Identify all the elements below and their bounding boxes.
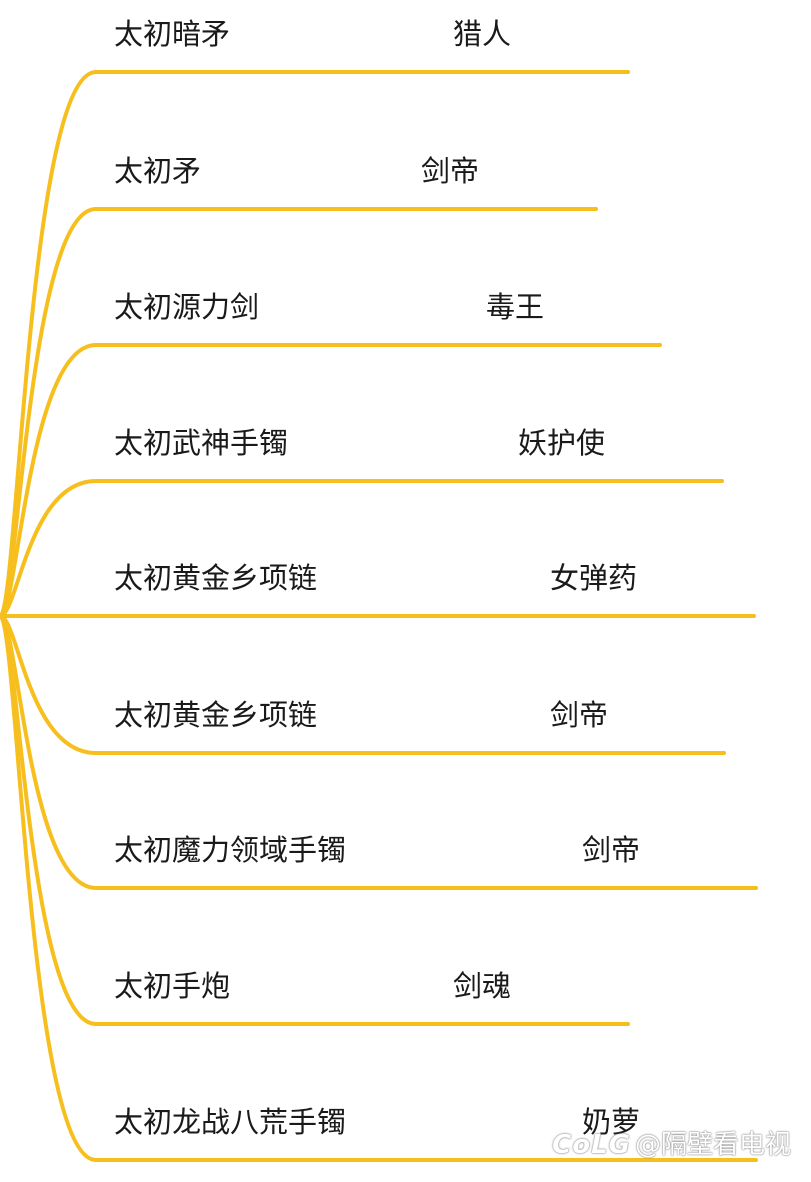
branch-item-name: 太初魔力领域手镯 <box>114 833 347 867</box>
branch-line <box>0 614 758 1162</box>
branch-role-name: 毒王 <box>486 290 545 324</box>
branch-role-name: 剑帝 <box>550 698 609 732</box>
branch-role-name: 猎人 <box>453 17 512 51</box>
watermark-text: @隔壁看电视 <box>634 1130 791 1160</box>
branch-item-name: 太初黄金乡项链 <box>114 698 318 732</box>
branch-role-name: 妖护使 <box>518 426 606 460</box>
branch-item-name: 太初源力剑 <box>114 290 260 324</box>
branch-item-name: 太初武神手镯 <box>114 426 289 460</box>
branch-line <box>0 614 630 1026</box>
branch-item-name: 太初龙战八荒手镯 <box>114 1105 347 1139</box>
branch-line <box>0 343 662 618</box>
branch-role-name: 女弹药 <box>550 561 638 595</box>
branch-item-name: 太初手炮 <box>114 969 231 1003</box>
watermark: CoLG@隔壁看电视 <box>552 1130 791 1160</box>
branch-line <box>0 479 724 618</box>
branch-item-name: 太初黄金乡项链 <box>114 561 318 595</box>
branch-role-name: 剑帝 <box>582 833 641 867</box>
branch-role-name: 剑魂 <box>453 969 512 1003</box>
watermark-logo: CoLG <box>552 1130 631 1160</box>
branch-line <box>0 614 726 755</box>
branch-role-name: 奶萝 <box>582 1105 641 1139</box>
branch-item-name: 太初矛 <box>114 154 202 188</box>
branch-item-name: 太初暗矛 <box>114 17 231 51</box>
branch-line <box>0 207 598 618</box>
branch-role-name: 剑帝 <box>421 154 480 188</box>
